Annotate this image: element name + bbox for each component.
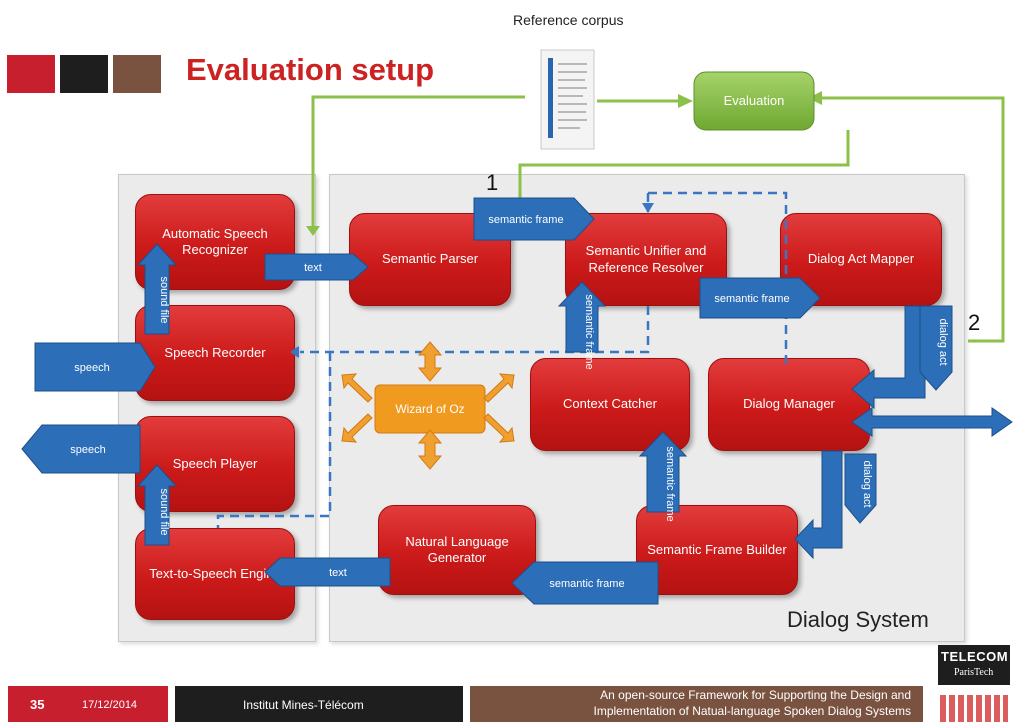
header-square-brown xyxy=(113,55,161,93)
wizard-arrow-upper-right xyxy=(483,373,515,403)
page-number: 35 xyxy=(30,697,45,712)
paristech-logo-text: ParisTech xyxy=(954,667,994,678)
telecom-logo-text: TELECOM xyxy=(941,649,1009,664)
semantic-frame-unifier-arrow xyxy=(699,277,821,319)
sound-file-arrow-2 xyxy=(136,464,178,546)
wizard-arrow-up xyxy=(417,341,443,382)
dialog-manager-box: Dialog Manager xyxy=(708,358,870,451)
speech-in-arrow xyxy=(34,342,156,392)
evaluation-lines xyxy=(311,95,1005,343)
footer-date: 17/12/2014 xyxy=(82,699,138,711)
semantic-frame-context-label-2: semantic frame xyxy=(664,446,676,521)
dialog-act-mapper-to-manager-arrow xyxy=(851,305,926,410)
arrowhead-to-evaluation xyxy=(678,94,693,108)
arrowhead-to-asr xyxy=(306,226,320,236)
footer-caption-line-2: Implementation of Natual-language Spoken… xyxy=(593,704,911,718)
semantic-frame-builder-to-nlg-label: semantic frame xyxy=(549,578,624,590)
arrowhead-to-speech-recorder xyxy=(290,346,299,358)
semantic-frame-parser-label: semantic frame xyxy=(488,214,563,226)
footer-caption-line-1: An open-source Framework for Supporting … xyxy=(600,688,911,702)
text-asr-to-parser-arrow xyxy=(264,253,369,281)
semantic-frame-parser-arrow xyxy=(473,197,595,241)
footer-caption-block xyxy=(470,686,923,722)
dialog-manager-bidirectional-arrow xyxy=(851,407,1013,437)
wizard-arrow-down xyxy=(417,429,443,470)
evaluation-label: Evaluation xyxy=(724,93,785,108)
speech-in-label: speech xyxy=(74,362,109,374)
wizard-arrow-upper-left xyxy=(341,373,373,403)
arrowhead-to-unifier xyxy=(642,203,654,213)
semantic-parser-box: Semantic Parser xyxy=(349,213,511,306)
dialog-act-arrow-2 xyxy=(844,453,877,524)
text-nlg-to-tts-label: text xyxy=(329,567,347,579)
marker-2: 2 xyxy=(968,310,980,335)
semantic-frame-unifier-label: semantic frame xyxy=(714,293,789,305)
dialog-act-label-1: dialog act xyxy=(937,318,949,365)
sound-file-label-2: sound file xyxy=(158,488,170,535)
footer-institute: Institut Mines-Télécom xyxy=(243,698,364,712)
header-square-black xyxy=(60,55,108,93)
evaluation-box: Evaluation xyxy=(693,71,815,131)
wizard-arrow-lower-left xyxy=(341,413,373,443)
speech-out-arrow xyxy=(21,424,141,474)
marker-1: 1 xyxy=(486,170,498,195)
telecom-logo: TELECOM ParisTech xyxy=(938,645,1010,722)
dialog-manager-to-builder-arrow xyxy=(794,450,843,560)
natural-language-generator-box: Natural Language Generator xyxy=(378,505,536,595)
header-square-red xyxy=(7,55,55,93)
text-asr-to-parser-label: text xyxy=(304,262,322,274)
semantic-frame-builder-to-nlg-arrow xyxy=(511,561,659,605)
footer-institute-block xyxy=(175,686,463,722)
dialog-system-label: Dialog System xyxy=(787,607,929,632)
context-catcher-box: Context Catcher xyxy=(530,358,690,451)
reference-corpus-document-icon xyxy=(540,49,595,150)
wizard-dashed-lines xyxy=(216,191,788,528)
dialog-act-arrow-1 xyxy=(919,305,953,391)
wizard-arrow-lower-right xyxy=(483,413,515,443)
wizard-of-oz: Wizard of Oz xyxy=(341,341,515,470)
dialog-act-label-2: dialog act xyxy=(861,460,873,507)
semantic-frame-builder-box: Semantic Frame Builder xyxy=(636,505,798,595)
text-nlg-to-tts-arrow xyxy=(264,557,391,587)
footer-page-block xyxy=(8,686,168,722)
speech-out-label: speech xyxy=(70,444,105,456)
sound-file-label-1: sound file xyxy=(158,276,170,323)
telecom-logo-box xyxy=(938,645,1010,685)
semantic-frame-context-arrow-2 xyxy=(638,431,688,513)
reference-corpus-label: Reference corpus xyxy=(513,12,624,28)
page-title: Evaluation setup xyxy=(186,52,435,87)
logo-ornament xyxy=(940,695,1008,722)
sound-file-arrow-1 xyxy=(136,243,178,335)
wizard-of-oz-label: Wizard of Oz xyxy=(395,402,464,416)
arrowhead-from-dialog-act xyxy=(808,91,822,105)
semantic-frame-context-label-1: semantic frame xyxy=(583,294,595,369)
semantic-frame-context-arrow-1 xyxy=(557,281,607,353)
